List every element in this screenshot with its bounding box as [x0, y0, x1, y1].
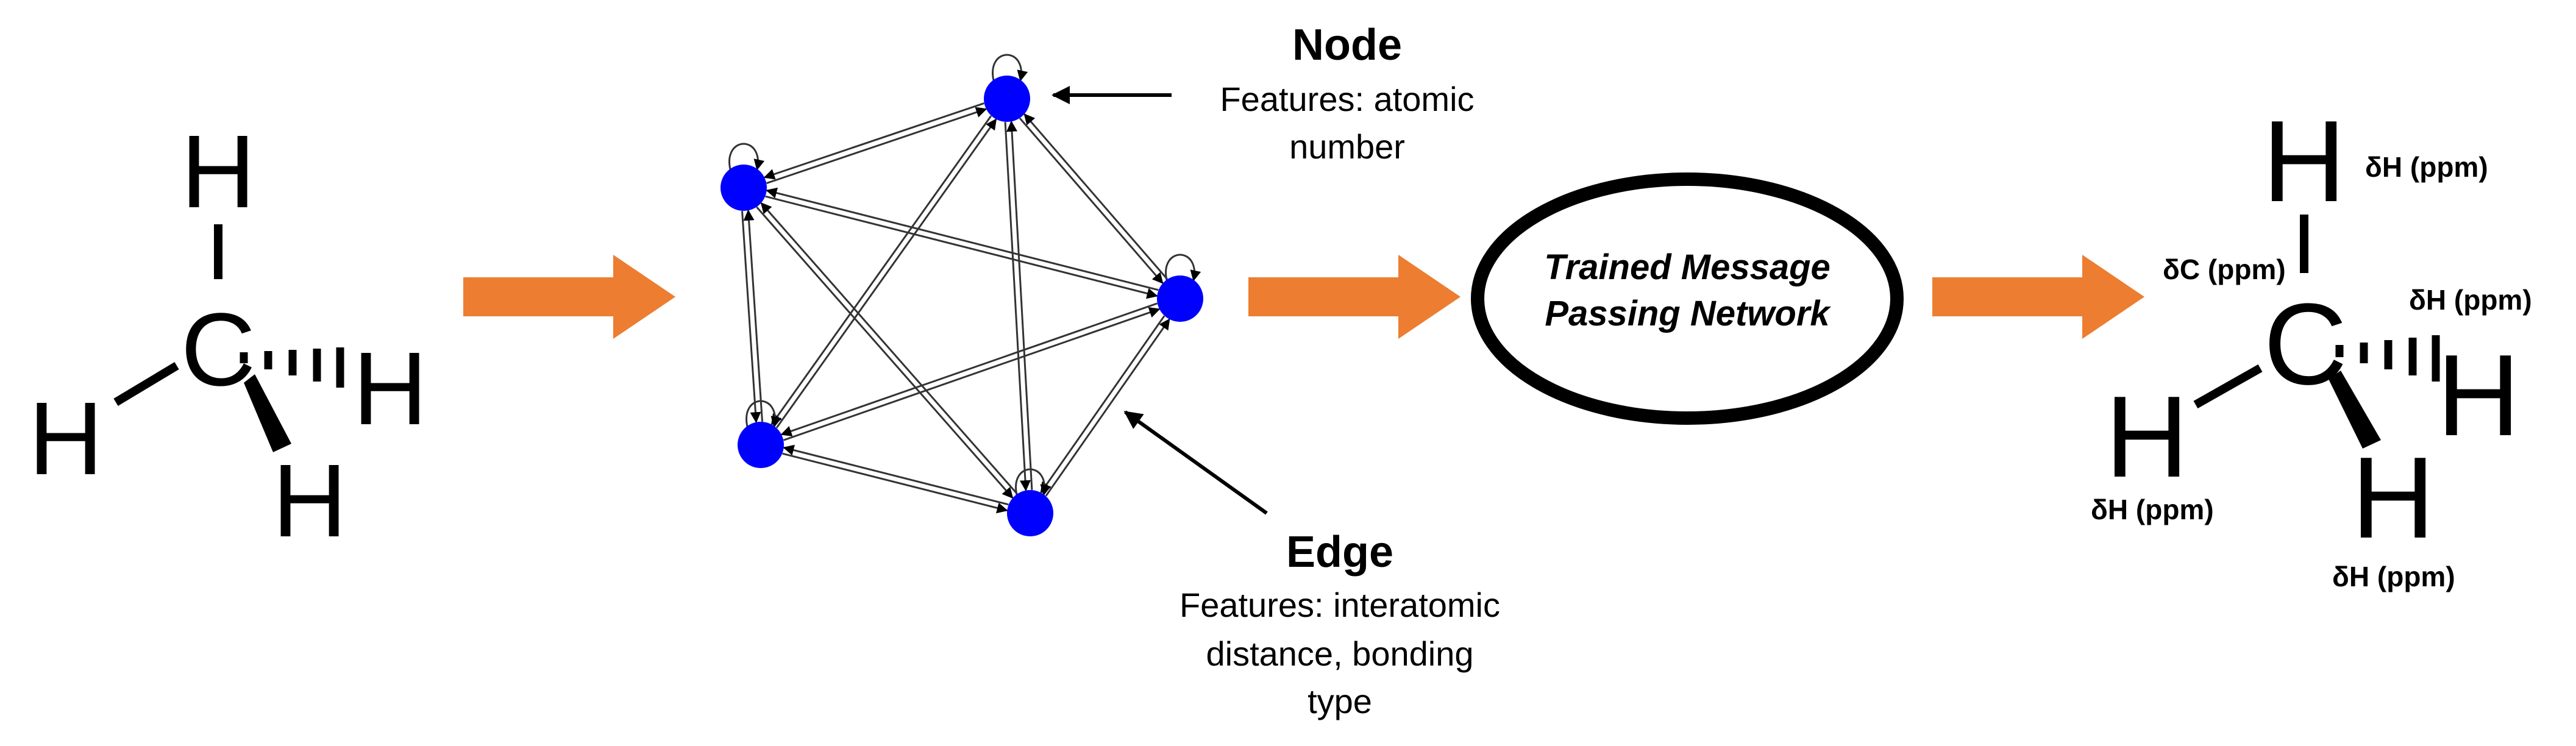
graph-edge-d-c — [783, 307, 1161, 441]
graph-edge-d-a — [775, 118, 997, 428]
shift-label-h-top: δH (ppm) — [2365, 151, 2488, 183]
network-ellipse — [1471, 172, 1904, 425]
graph-node-b — [720, 165, 767, 211]
flow-arrow-3 — [1932, 255, 2144, 339]
edge-desc-line-2: distance, bonding — [1206, 634, 1473, 673]
edge-pointer-arrow — [1123, 410, 1268, 515]
network-label-line-1: Trained Message — [1544, 247, 1831, 287]
graph-edge-c-d — [780, 302, 1158, 436]
graph-edge-a-c — [1019, 118, 1164, 284]
graph-edge-e-d — [783, 444, 1009, 506]
flow-arrow-1 — [463, 255, 675, 339]
graph-node-d — [738, 422, 784, 468]
graph-edge-c-b — [766, 187, 1159, 291]
graph-edges — [741, 102, 1170, 514]
shift-label-h-right: δH (ppm) — [2409, 284, 2532, 316]
network-label-line-2: Passing Network — [1545, 294, 1831, 333]
out-hashed-bond-c-h-right — [2335, 335, 2440, 382]
node-desc-line-2: number — [1289, 127, 1405, 166]
edge-desc-line-3: type — [1308, 682, 1372, 720]
out-atom-c: C — [2263, 280, 2347, 409]
graph-self-loops — [728, 54, 1201, 496]
graph-nodes — [720, 76, 1203, 536]
out-bond-c-h-left — [2193, 364, 2263, 409]
node-title: Node — [1292, 21, 1402, 69]
graph-edge-e-b — [760, 202, 1018, 495]
graph-edge-b-c — [765, 195, 1158, 299]
atom-h-right: H — [353, 331, 428, 447]
shift-label-carbon: δC (ppm) — [2163, 254, 2286, 285]
graph-edge-b-a — [766, 107, 987, 185]
graph-edge-b-d — [741, 211, 761, 424]
message-passing-network: Trained Message Passing Network — [1471, 172, 1904, 425]
graph-edge-e-a — [1006, 120, 1033, 490]
shift-label-h-bottom: δH (ppm) — [2332, 561, 2455, 592]
bond-c-h-left — [113, 361, 179, 407]
atom-h-top: H — [181, 114, 256, 230]
graph-edge-a-e — [1004, 122, 1031, 492]
edge-title: Edge — [1286, 528, 1393, 577]
atom-h-bottom: H — [272, 443, 347, 559]
out-wedge-bond-c-h-bottom — [2329, 371, 2381, 449]
graph-edge-a-b — [763, 102, 984, 180]
graph-node-e — [1007, 490, 1053, 536]
graph-self-loop-b — [728, 143, 765, 171]
graph-self-loop-e — [1015, 468, 1051, 496]
node-desc-line-1: Features: atomic — [1220, 80, 1474, 118]
out-atom-h-right: H — [2436, 331, 2520, 460]
graph-self-loop-d — [745, 400, 782, 428]
graph-edge-a-d — [770, 115, 992, 425]
graph-edge-d-e — [782, 452, 1008, 514]
graph-edge-d-b — [743, 209, 763, 422]
output-molecule: H C H H H δC (ppm) δH (ppm) δH (ppm) δH … — [2091, 97, 2532, 592]
graph-self-loop-a — [992, 54, 1028, 82]
graph-node-c — [1157, 275, 1203, 322]
atom-h-left: H — [29, 381, 104, 497]
wedge-bond-c-h-bottom — [244, 374, 291, 452]
flow-arrow-2 — [1248, 255, 1461, 339]
hashed-bond-c-h-right — [240, 347, 344, 388]
out-atom-h-top: H — [2262, 97, 2346, 226]
graph-edge-e-c — [1045, 318, 1170, 497]
graph-edge-b-e — [756, 206, 1014, 499]
graph-edge-c-e — [1040, 315, 1165, 494]
out-atom-h-left: H — [2105, 372, 2188, 502]
graph-node-a — [984, 76, 1030, 122]
graph-self-loop-c — [1165, 254, 1201, 282]
input-molecule: H C H H H — [29, 114, 428, 559]
edge-desc-line-1: Features: interatomic — [1179, 586, 1500, 624]
graph-edge-c-a — [1023, 113, 1169, 280]
atom-c: C — [181, 292, 256, 408]
molecular-graph — [720, 54, 1203, 536]
out-atom-h-bottom: H — [2351, 433, 2435, 563]
shift-label-h-left: δH (ppm) — [2091, 494, 2214, 525]
